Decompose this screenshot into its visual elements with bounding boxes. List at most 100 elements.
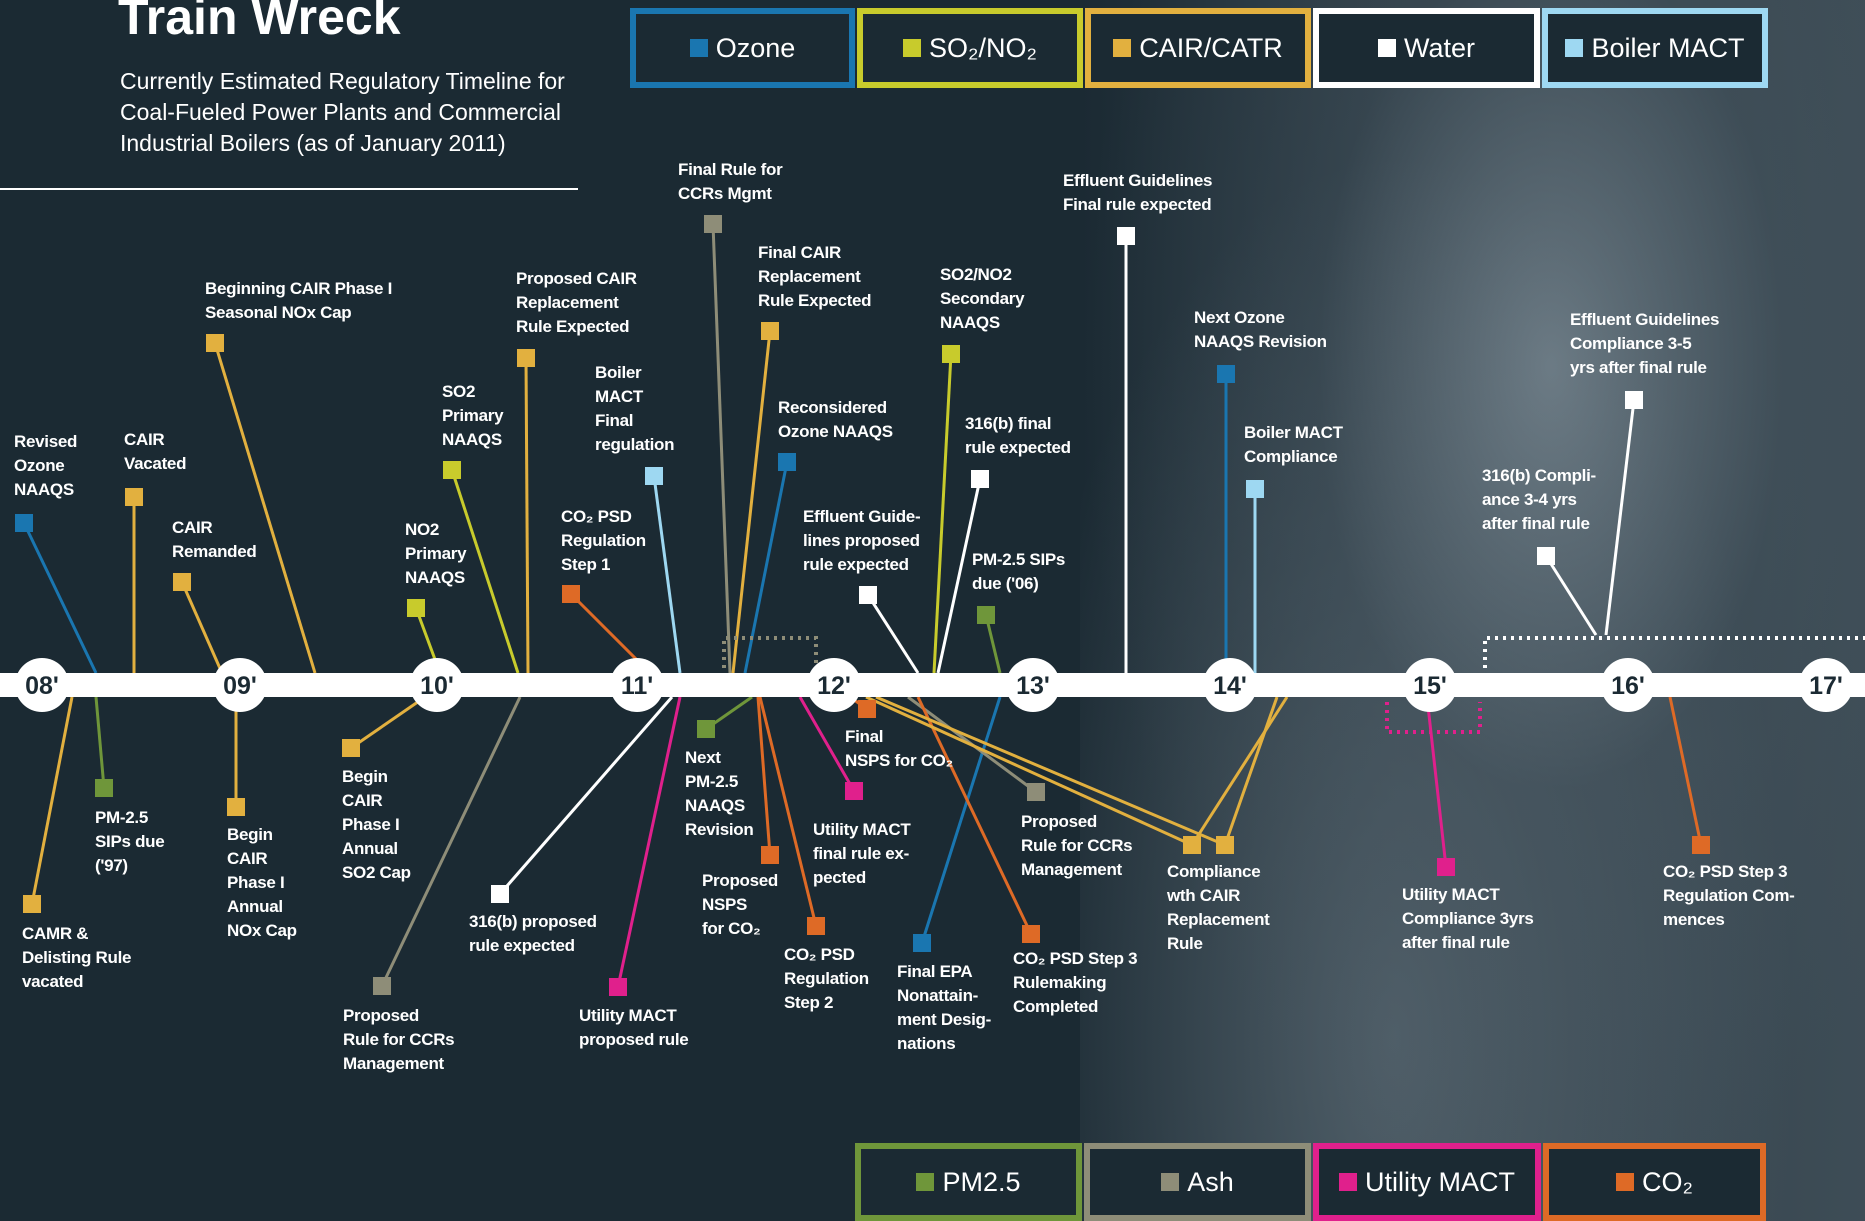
event-marker	[562, 585, 580, 603]
event-label: Final EPA Nonattain- ment Desig- nations	[897, 962, 991, 1053]
leader-line	[916, 696, 1033, 935]
event-label: Reconsidered Ozone NAAQS	[778, 398, 893, 441]
water-dotted-bracket	[1483, 636, 1865, 668]
page-subtitle: Currently Estimated Regulatory Timeline …	[120, 68, 565, 156]
legend-cair: CAIR/CATR	[1085, 8, 1311, 88]
year-circle	[213, 658, 267, 712]
leader-line	[30, 696, 74, 905]
leader-line	[984, 614, 1002, 674]
event-marker	[942, 345, 960, 363]
event-marker	[517, 349, 535, 367]
event-label: SO2/NO2 Secondary NAAQS	[940, 265, 1025, 332]
year-markers: 08'09'10'11'12'13'14'15'16'17'	[15, 658, 1853, 712]
legend-swatch-pm25	[916, 1173, 935, 1191]
event-label: Next Ozone NAAQS Revision	[1194, 308, 1327, 351]
ash-dotted-bracket	[722, 636, 818, 668]
event-label: Utility MACT proposed rule	[579, 1006, 689, 1049]
leader-line	[1604, 399, 1636, 636]
event-marker	[15, 514, 33, 532]
train-wreck-background-image	[1080, 0, 1865, 1221]
event-label: Final NSPS for CO₂	[845, 727, 953, 770]
year-label: 09'	[223, 672, 257, 700]
event-marker	[491, 885, 509, 903]
legend-swatch-boiler-mact	[1565, 39, 1584, 57]
event-label: CAIR Vacated	[124, 430, 187, 473]
leader-line	[711, 223, 732, 674]
year-circle	[1799, 658, 1853, 712]
event-marker	[23, 895, 41, 913]
legend-swatch-co2	[1616, 1173, 1634, 1191]
legend-label-cair: CAIR/CATR	[1139, 32, 1283, 63]
leader-line	[498, 696, 674, 895]
event-label: Proposed Rule for CCRs Management	[343, 1006, 455, 1073]
event-label: Begin CAIR Phase I Annual SO2 Cap	[342, 767, 411, 882]
utility-dotted-bracket	[1385, 702, 1482, 734]
legend-swatch-ash	[1161, 1173, 1180, 1191]
leader-lines	[22, 223, 1703, 988]
event-label: Utility MACT final rule ex- pected	[813, 820, 911, 887]
year-label: 08'	[25, 672, 59, 700]
event-marker	[443, 461, 461, 479]
leader-line	[350, 695, 426, 750]
year-label: 14'	[1213, 672, 1247, 700]
event-marker	[407, 599, 425, 617]
event-label: Compliance wth CAIR Replacement Rule	[1167, 862, 1270, 953]
legend-boiler-mact: Boiler MACT	[1542, 8, 1768, 88]
event-label: Proposed CAIR Replacement Rule Expected	[516, 269, 637, 336]
page-title: Train Wreck	[118, 0, 401, 45]
event-marker	[913, 934, 931, 952]
event-label: CAIR Remanded	[172, 518, 257, 561]
year-circle	[610, 658, 664, 712]
event-marker	[704, 215, 722, 233]
event-label: CO₂ PSD Step 3 Rulemaking Completed	[1013, 949, 1138, 1016]
leader-line	[380, 696, 522, 987]
event-label: Proposed NSPS for CO₂	[702, 871, 779, 938]
leader-line	[450, 469, 520, 674]
legend-label-ash: Ash	[1187, 1166, 1234, 1197]
timeline-bar	[0, 673, 1865, 697]
event-marker	[1183, 836, 1201, 854]
leader-line	[1190, 696, 1289, 846]
event-marker	[1216, 836, 1234, 854]
year-label: 13'	[1016, 672, 1050, 700]
event-label: CO₂ PSD Regulation Step 1	[561, 507, 646, 574]
event-marker	[778, 453, 796, 471]
event-marker	[1217, 365, 1235, 383]
event-marker	[1437, 858, 1455, 876]
event-label: Revised Ozone NAAQS	[14, 432, 78, 499]
year-circle	[15, 658, 69, 712]
legend-utility-mact: Utility MACT	[1313, 1143, 1541, 1221]
event-marker	[1027, 783, 1045, 801]
event-label: Beginning CAIR Phase I Seasonal NOx Cap	[205, 279, 393, 322]
year-circle	[410, 658, 464, 712]
event-label: Begin CAIR Phase I Annual NOx Cap	[227, 825, 297, 940]
year-circle	[1006, 658, 1060, 712]
event-label: CAMR & Delisting Rule vacated	[22, 924, 132, 991]
event-label: 316(b) Compli- ance 3-4 yrs after final …	[1482, 466, 1596, 533]
leader-line	[1223, 696, 1279, 846]
legend-swatch-water	[1377, 39, 1396, 57]
event-marker	[342, 739, 360, 757]
leader-line	[875, 695, 1226, 847]
event-label: SO2 Primary NAAQS	[442, 382, 504, 449]
event-marker	[859, 586, 877, 604]
event-marker	[858, 700, 876, 718]
leader-line	[1425, 696, 1448, 868]
legend-swatch-cair	[1113, 39, 1132, 57]
leader-line	[22, 522, 98, 674]
event-label: Effluent Guidelines Final rule expected	[1063, 171, 1213, 214]
leader-line	[756, 696, 772, 856]
event-marker	[977, 606, 995, 624]
event-marker	[227, 798, 245, 816]
leader-line	[936, 478, 982, 674]
legend-water: Water	[1313, 8, 1540, 88]
event-label: Proposed Rule for CCRs Management	[1021, 812, 1133, 879]
year-label: 16'	[1611, 672, 1645, 700]
year-circle	[1601, 658, 1655, 712]
leader-line	[920, 696, 1002, 944]
leader-line	[652, 475, 682, 674]
event-markers	[15, 215, 1710, 996]
event-label: Effluent Guide- lines proposed rule expe…	[803, 507, 921, 574]
legend-label-utility-mact: Utility MACT	[1365, 1166, 1515, 1197]
